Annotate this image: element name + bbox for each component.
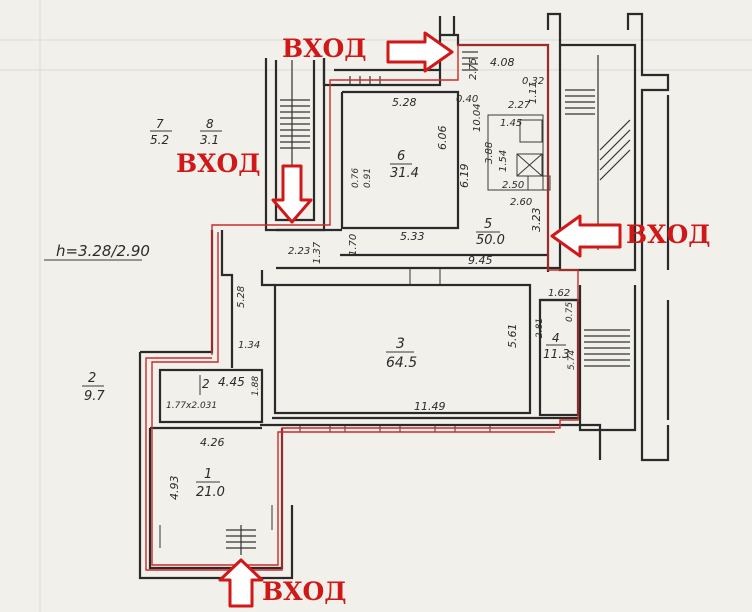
dim-6-19: 6.19 <box>458 164 471 189</box>
dim-0-40: 0.40 <box>456 94 478 105</box>
dim-1-54: 1.54 <box>498 150 509 172</box>
dim-11-49: 11.49 <box>414 400 446 413</box>
dim-1-34: 1.34 <box>238 340 260 351</box>
dim-1-11: 1.11 <box>528 82 539 104</box>
svg-text:50.0: 50.0 <box>476 233 505 248</box>
svg-text:5.2: 5.2 <box>150 133 169 147</box>
height-note: h=3.28/2.90 <box>56 242 150 260</box>
svg-text:11.3: 11.3 <box>543 347 570 361</box>
dim-2-81: 2.81 <box>535 318 545 338</box>
svg-text:6: 6 <box>397 149 405 164</box>
entrance-label-top: ВХОД <box>282 34 367 63</box>
dim-1-88: 1.88 <box>251 376 261 396</box>
dim-5-28-top: 5.28 <box>392 96 417 109</box>
dim-5-61: 5.61 <box>506 324 519 349</box>
dim-1-37: 1.37 <box>312 241 323 264</box>
dim-2-75: 2.75 <box>468 58 479 80</box>
stairs-right-lower <box>584 329 630 367</box>
dim-4-26: 4.26 <box>200 436 225 449</box>
entrance-label-right: ВХОД <box>626 220 711 249</box>
svg-text:21.0: 21.0 <box>196 485 225 500</box>
entrance-arrow-bottom <box>218 558 264 608</box>
dim-2-60: 2.60 <box>510 197 532 208</box>
svg-text:2: 2 <box>88 371 96 386</box>
dim-2-27: 2.27 <box>508 100 531 111</box>
entrance-arrow-right <box>550 214 622 258</box>
stairs-right-upper <box>565 55 631 250</box>
svg-text:4: 4 <box>552 331 560 345</box>
svg-text:7: 7 <box>156 117 164 131</box>
svg-text:5: 5 <box>484 217 492 232</box>
room-label-3: 3 64.5 <box>386 336 417 371</box>
outside-label-2: 2 9.7 <box>82 371 105 404</box>
outside-label-8: 8 3.1 <box>200 117 222 147</box>
dim-6-06: 6.06 <box>436 126 449 151</box>
red-outline-inner <box>151 232 555 566</box>
room-label-1: 1 21.0 <box>196 467 225 500</box>
dim-0-32: 0.32 <box>522 76 544 87</box>
dim-1-62: 1.62 <box>548 288 570 299</box>
entrance-arrow-top <box>386 31 454 73</box>
room-label-6: 6 31.4 <box>390 149 419 181</box>
svg-text:31.4: 31.4 <box>390 166 419 181</box>
dim-2-50: 2.50 <box>502 180 524 191</box>
dim-0-91: 0.91 <box>363 168 373 188</box>
entrance-arrow-left <box>271 164 313 224</box>
stairs-top <box>349 51 478 86</box>
svg-text:64.5: 64.5 <box>386 355 417 371</box>
entrance-label-left: ВХОД <box>176 149 261 178</box>
outside-label-7: 7 5.2 <box>150 117 172 147</box>
dim-2-23: 2.23 <box>288 246 310 257</box>
stairs-bottom <box>226 525 256 555</box>
room-label-4: 4 11.3 <box>543 331 570 361</box>
dim-1-77: 1.77x2.031 <box>166 401 217 411</box>
dim-3-88: 3.88 <box>484 142 495 164</box>
walls <box>138 12 670 580</box>
dimension-labels: 5.28 0.40 10.04 4.08 0.32 2.75 2.27 1.11… <box>166 56 577 500</box>
dim-9-45: 9.45 <box>468 254 493 267</box>
dim-5-74: 5.74 <box>567 350 577 370</box>
dim-4-08: 4.08 <box>490 56 515 69</box>
svg-text:8: 8 <box>206 117 214 131</box>
room-label-2: 2 4.45 <box>202 375 245 391</box>
entrance-label-bottom: ВХОД <box>262 577 347 606</box>
dim-5-33: 5.33 <box>400 230 425 243</box>
svg-text:4.45: 4.45 <box>218 375 245 389</box>
svg-text:1: 1 <box>204 467 212 482</box>
dim-10-04: 10.04 <box>472 103 483 132</box>
dim-0-75: 0.75 <box>565 302 575 322</box>
dim-3-23: 3.23 <box>530 208 543 233</box>
svg-text:3.1: 3.1 <box>200 133 219 147</box>
dim-4-93: 4.93 <box>168 476 181 501</box>
svg-text:2: 2 <box>202 377 210 391</box>
dim-0-76: 0.76 <box>351 168 361 188</box>
dim-5-28-left: 5.28 <box>236 286 247 308</box>
dim-1-45: 1.45 <box>500 118 522 129</box>
svg-text:9.7: 9.7 <box>84 389 105 404</box>
dim-1-70: 1.70 <box>348 234 359 256</box>
svg-text:3: 3 <box>396 336 405 352</box>
room-label-5: 5 50.0 <box>476 217 505 248</box>
